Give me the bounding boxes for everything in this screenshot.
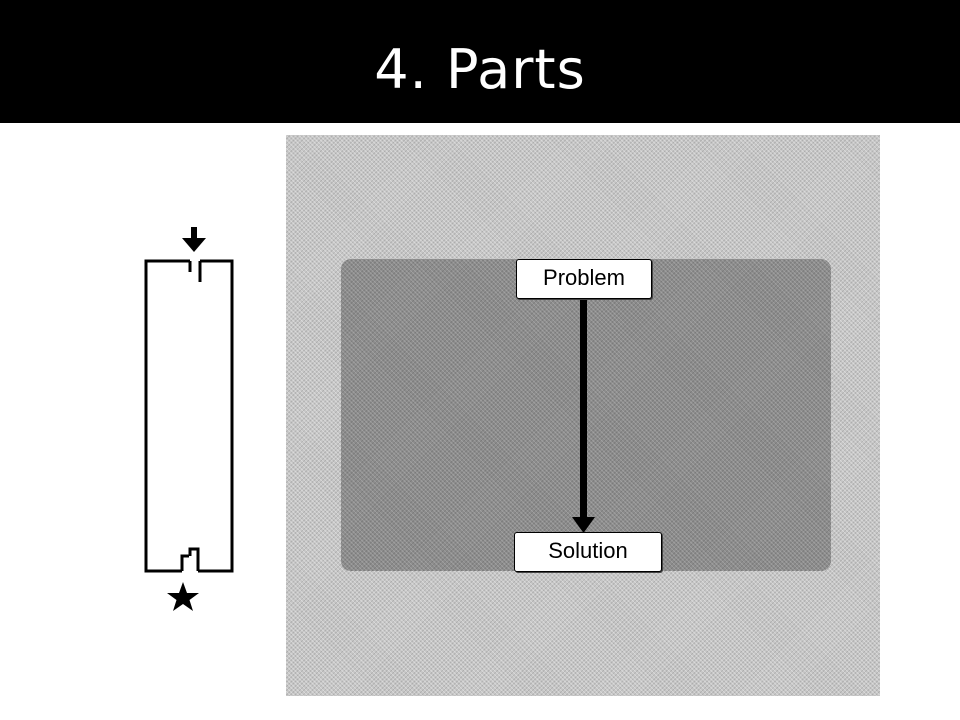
- flow-arrow: [572, 297, 595, 533]
- diagram-panel: Problem Solution: [286, 135, 880, 696]
- problem-node: Problem: [516, 259, 652, 299]
- star-icon: [167, 582, 199, 611]
- slide-title: 4. Parts: [374, 38, 586, 101]
- solution-node: Solution: [514, 532, 662, 572]
- title-bar: 4. Parts: [0, 0, 960, 123]
- down-arrow-icon: [182, 227, 206, 252]
- maze-figure: [144, 227, 234, 611]
- maze-walls: [144, 259, 234, 573]
